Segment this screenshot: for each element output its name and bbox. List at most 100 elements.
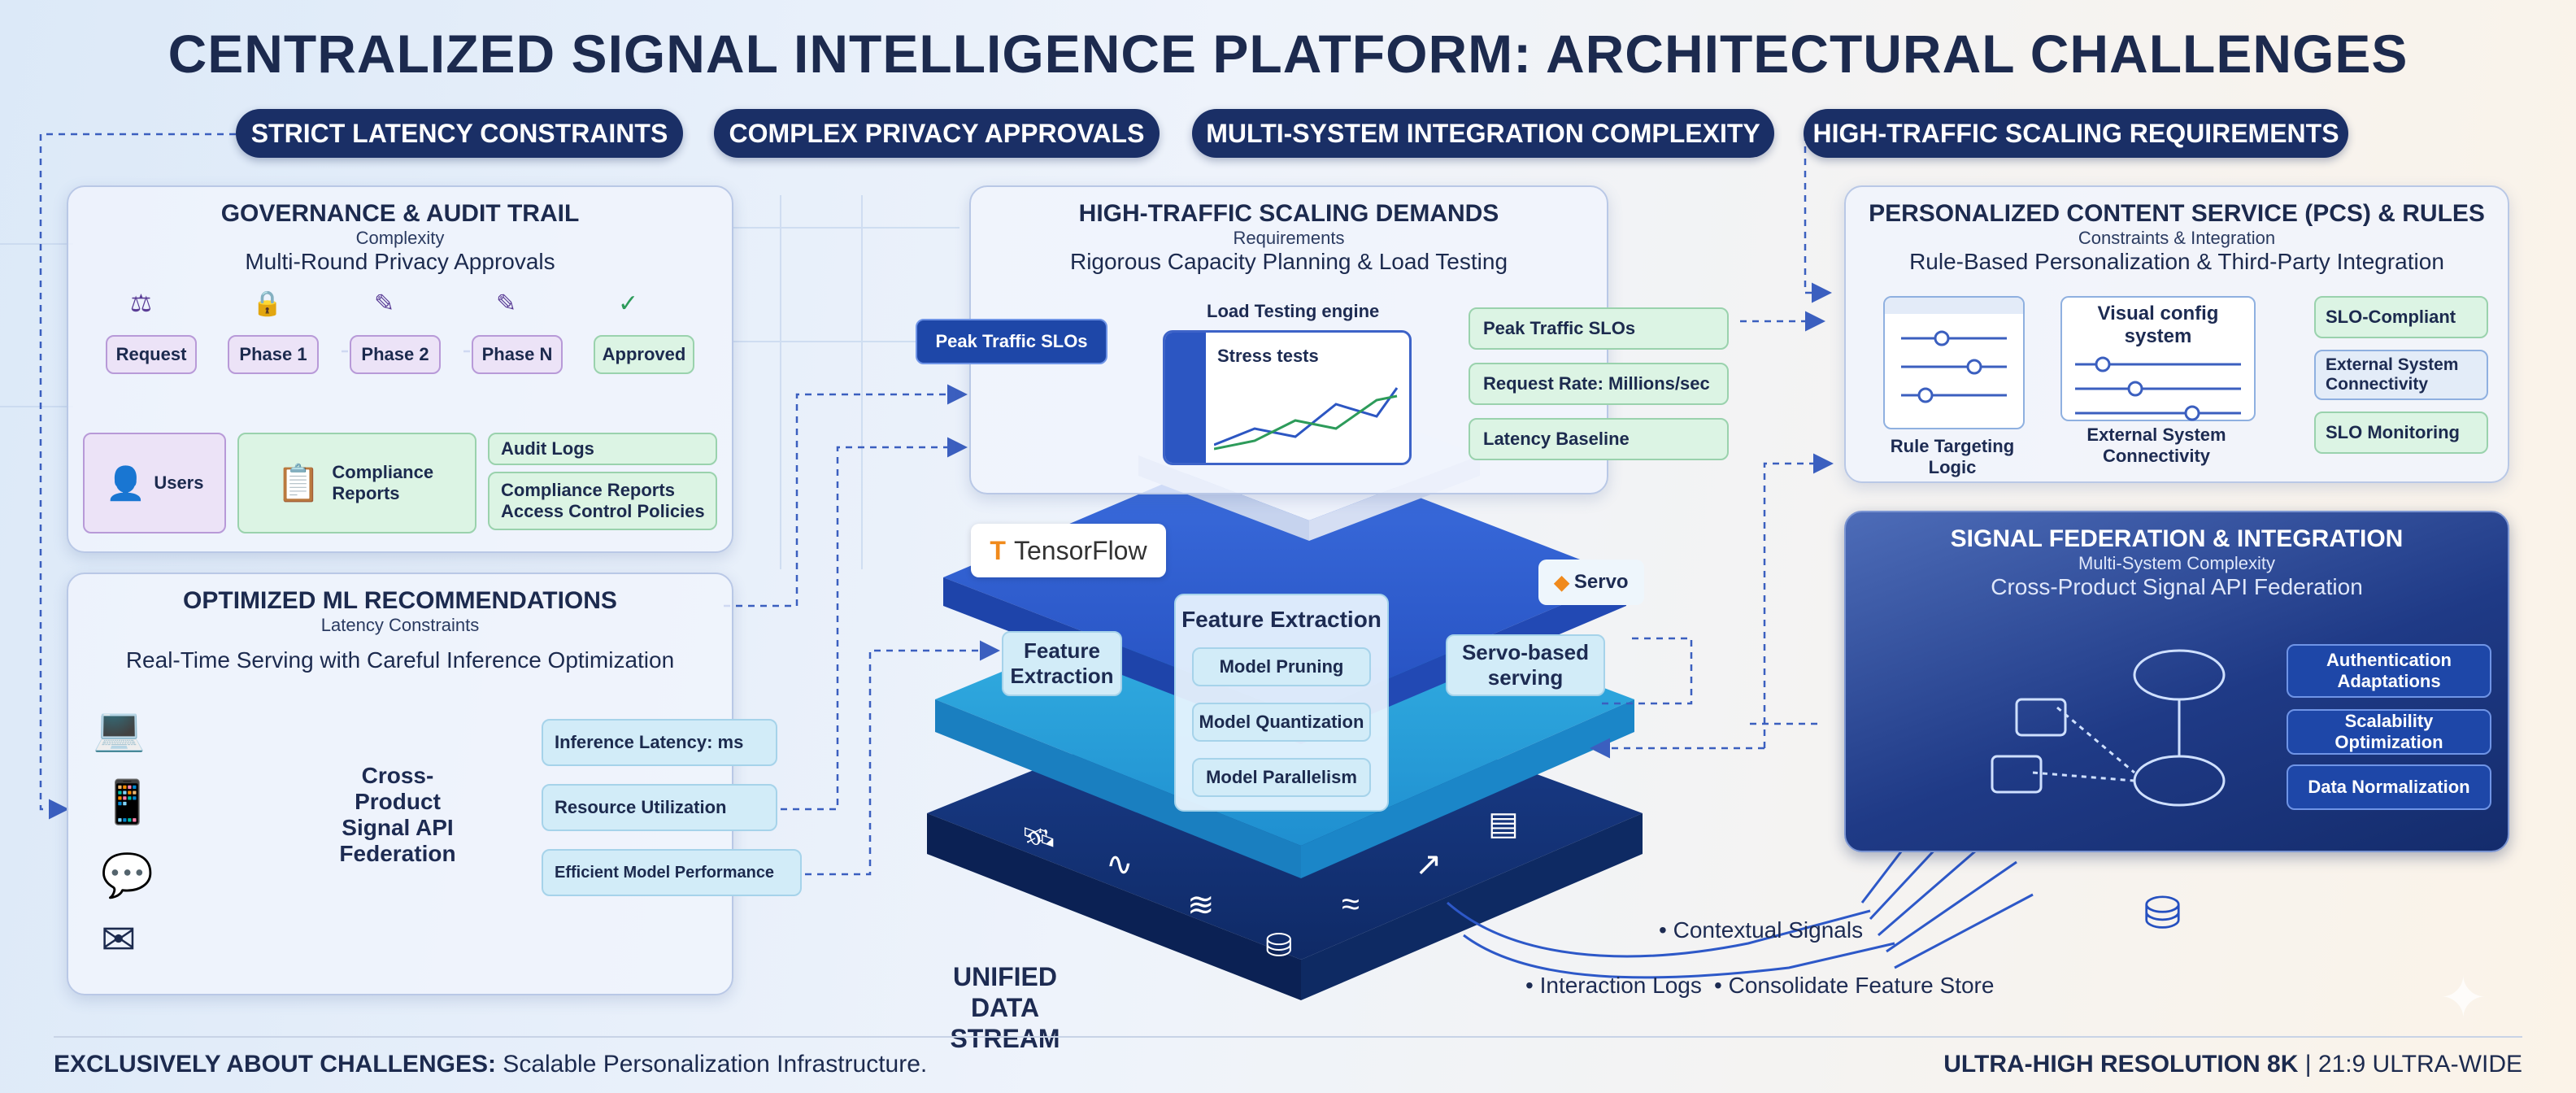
wave-icon: ≈: [1342, 886, 1360, 922]
metric-peak: Peak Traffic SLOs: [1469, 307, 1729, 350]
step-request: Request: [106, 335, 197, 374]
metric-request-rate: Request Rate: Millions/sec: [1469, 363, 1729, 405]
auth-adaptations: Authentication Adaptations: [2287, 644, 2491, 698]
op-pruning: Model Pruning: [1192, 647, 1371, 686]
efficiency-tag: Efficient Model Performance: [542, 849, 802, 896]
sparkle-icon: ✦: [2439, 966, 2487, 1030]
users-box: 👤 Users: [83, 433, 226, 533]
resource-tag: Resource Utilization: [542, 784, 777, 831]
step-phase-1: Phase 1: [228, 335, 319, 374]
compliance-reports-item: Compliance Reports: [501, 480, 675, 500]
ml-title: OPTIMIZED ML RECOMMENDATIONS: [183, 587, 617, 614]
server-icon: ▤: [1488, 806, 1519, 842]
metric-latency: Latency Baseline: [1469, 418, 1729, 460]
config-slider-icon: [2075, 356, 2241, 421]
latency-tag: Inference Latency: ms: [542, 719, 777, 766]
footer-divider: [54, 1036, 2522, 1038]
mail-icon: ✉: [101, 917, 137, 964]
footer-left-bold: EXCLUSIVELY ABOUT CHALLENGES:: [54, 1051, 496, 1078]
compliance-box: 📋 Compliance Reports: [237, 433, 476, 533]
footer-right: ULTRA-HIGH RESOLUTION 8K | 21:9 ULTRA-WI…: [1943, 1051, 2522, 1078]
step-phase-2: Phase 2: [350, 335, 441, 374]
gavel-icon: ⚖: [130, 290, 152, 317]
document-edit-icon: ✎: [496, 290, 517, 317]
visual-label: Visual config system: [2097, 303, 2219, 347]
report-icon: 📋: [276, 464, 321, 503]
tensorflow-label: TensorFlow: [1013, 535, 1147, 565]
pcs-panel: PERSONALIZED CONTENT SERVICE (PCS) & RUL…: [1844, 185, 2509, 483]
scaling-sub: Requirements: [1233, 228, 1345, 248]
signal-icon: ≋: [1187, 887, 1215, 923]
ml-panel: OPTIMIZED ML RECOMMENDATIONS Latency Con…: [67, 573, 802, 995]
users-label: Users: [154, 472, 204, 493]
op-parallelism: Model Parallelism: [1192, 758, 1371, 797]
governance-title: GOVERNANCE & AUDIT TRAIL: [220, 200, 580, 227]
servo-label: Servo: [1573, 571, 1629, 593]
scaling-title: HIGH-TRAFFIC SCALING DEMANDS: [1078, 200, 1499, 227]
tensorflow-icon: T: [990, 535, 1006, 565]
step-approved: Approved: [594, 335, 694, 374]
policy-list: Compliance Reports Access Control Polici…: [488, 472, 717, 530]
signal-feature-store: • Consolidate Feature Store: [1714, 973, 1995, 998]
servo-serving: Servo-based serving: [1446, 634, 1605, 696]
governance-panel: GOVERNANCE & AUDIT TRAIL Complexity Mult…: [67, 185, 733, 553]
database-icon: ⛁: [2143, 887, 2182, 938]
governance-sub: Complexity: [355, 228, 445, 248]
check-circle-icon: ✓: [618, 290, 639, 317]
servo-icon: ◆: [1554, 571, 1569, 594]
stress-window: Stress tests: [1163, 330, 1412, 465]
access-control-item: Access Control Policies: [501, 501, 705, 521]
audit-logs-item: Audit Logs: [488, 433, 717, 465]
pill-latency: STRICT LATENCY CONSTRAINTS: [236, 109, 683, 158]
waveform-icon: ∿: [1106, 847, 1134, 882]
visual-config-window: Visual config system: [2060, 296, 2256, 421]
federation-desc: Cross-Product Signal API Federation: [1991, 574, 2363, 599]
status-external: External System Connectivity: [2314, 350, 2488, 400]
chat-icon: 💬: [101, 852, 154, 899]
signal-interaction-label: Interaction Logs: [1539, 973, 1702, 998]
ml-sub: Latency Constraints: [320, 615, 480, 635]
footer-right-rest: | 21:9 ULTRA-WIDE: [2298, 1051, 2522, 1078]
peak-slo-left: Peak Traffic SLOs: [916, 319, 1107, 364]
feature-box-title: Feature Extraction: [1181, 607, 1382, 632]
op-quantization: Model Quantization: [1192, 703, 1371, 742]
signal-contextual-label: Contextual Signals: [1673, 917, 1864, 943]
federation-label: Cross-Product Signal API Federation: [339, 763, 456, 866]
network-hub-icon: [1991, 649, 2226, 807]
signal-feature-store-label: Consolidate Feature Store: [1728, 973, 1995, 998]
signal-contextual: • Contextual Signals: [1659, 917, 1864, 943]
scaling-desc: Rigorous Capacity Planning & Load Testin…: [1069, 249, 1508, 274]
external-label: External System Connectivity: [2086, 425, 2226, 466]
rule-label: Rule Targeting Logic: [1890, 436, 2015, 477]
rule-window: [1883, 296, 2025, 429]
laptop-icon: 💻: [93, 706, 146, 753]
document-edit-icon: ✎: [374, 290, 395, 317]
stream-label: UNIFIED DATA STREAM: [950, 962, 1060, 1053]
footer-left-rest: Scalable Personalization Infrastructure.: [495, 1051, 928, 1078]
pcs-desc: Rule-Based Personalization & Third-Party…: [1909, 249, 2444, 274]
page-title: CENTRALIZED SIGNAL INTELLIGENCE PLATFORM…: [168, 24, 2408, 84]
feature-extraction-box: Feature Extraction Model Pruning Model Q…: [1174, 594, 1389, 812]
line-chart-icon: [1214, 387, 1399, 451]
tensorflow-badge: T TensorFlow: [971, 524, 1166, 577]
feature-extraction-left: Feature Extraction: [1002, 631, 1122, 696]
status-monitoring: SLO Monitoring: [2314, 412, 2488, 454]
database-icon: ⛁: [1265, 928, 1293, 964]
scalability-optimization: Scalability Optimization: [2287, 709, 2491, 755]
pill-privacy: COMPLEX PRIVACY APPROVALS: [714, 109, 1160, 158]
footer-right-bold: ULTRA-HIGH RESOLUTION 8K: [1943, 1051, 2299, 1078]
servo-badge: ◆ Servo: [1538, 560, 1644, 605]
lock-icon: 🔒: [252, 290, 283, 317]
data-normalization: Data Normalization: [2287, 764, 2491, 810]
phone-icon: 📱: [101, 779, 154, 826]
compliance-label: Compliance Reports: [332, 462, 434, 503]
footer-left: EXCLUSIVELY ABOUT CHALLENGES: Scalable P…: [54, 1051, 927, 1078]
user-icon: 👤: [105, 465, 146, 502]
pill-scaling: HIGH-TRAFFIC SCALING REQUIREMENTS: [1804, 109, 2348, 158]
ml-desc: Real-Time Serving with Careful Inference…: [125, 647, 675, 673]
stress-label: Stress tests: [1217, 346, 1319, 366]
signal-interaction: • Interaction Logs: [1525, 973, 1702, 998]
pill-integration: MULTI-SYSTEM INTEGRATION COMPLEXITY: [1192, 109, 1774, 158]
governance-desc: Multi-Round Privacy Approvals: [245, 249, 555, 274]
federation-title: SIGNAL FEDERATION & INTEGRATION: [1950, 525, 2404, 552]
